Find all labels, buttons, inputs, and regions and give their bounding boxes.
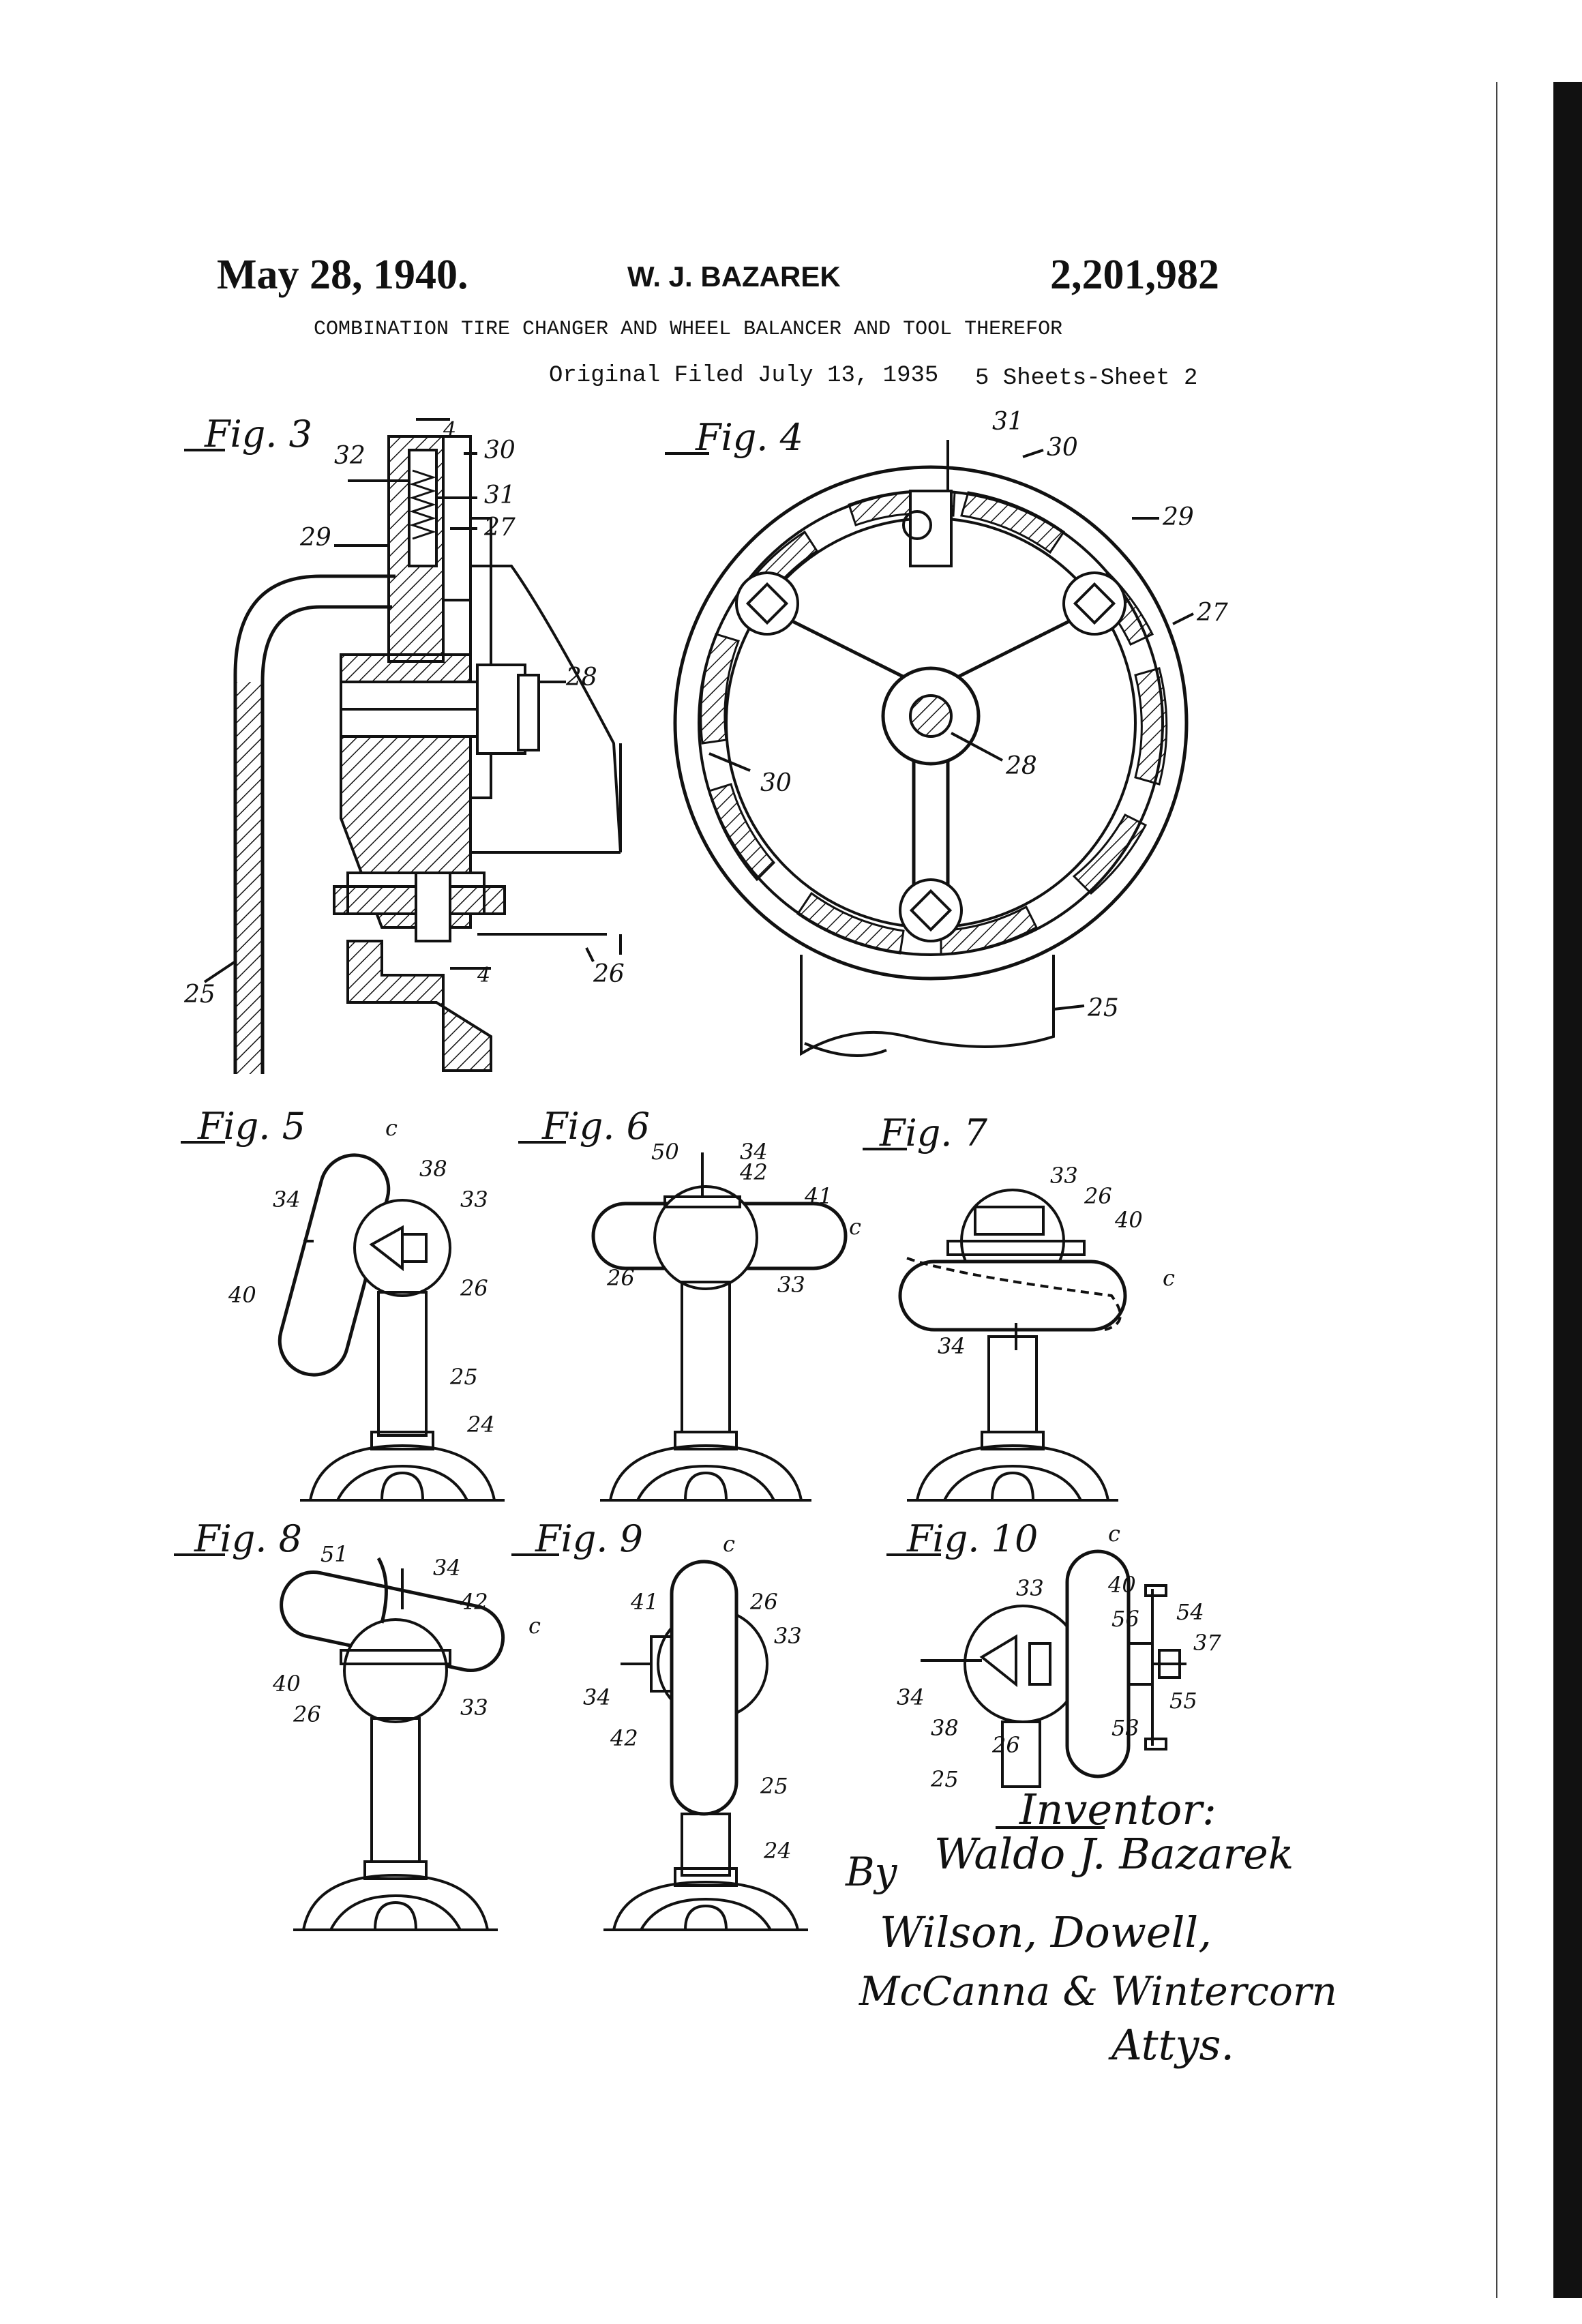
fig9-ref-41: 41 [630,1589,659,1615]
fig4-ref-28: 28 [1005,752,1037,780]
fig10-ref-25: 25 [930,1766,959,1792]
fig8-ref-34: 34 [433,1555,461,1581]
fig10-ref-34: 34 [897,1684,925,1710]
figure-3: Fig. 3 32 4 4 30 [183,413,625,1074]
fig4-ref-30a: 30 [1047,434,1078,462]
fig6-ref-50: 50 [651,1139,679,1165]
fig4-label: Fig. 4 [695,416,803,459]
figure-8: Fig. 8 51 34 42 c 40 26 33 [174,1517,541,1930]
figure-10: Fig. 10 c 33 40 56 54 37 34 38 26 53 55 … [886,1517,1221,1792]
fig8-ref-51: 51 [320,1541,348,1567]
fig3-ref-32: 32 [334,442,365,470]
fig4-ref-29: 29 [1162,503,1194,531]
fig5-ref-33: 33 [460,1187,488,1212]
fig8-ref-c: c [528,1613,541,1639]
figure-5: Fig. 5 c 38 34 33 40 26 25 24 [181,1105,505,1500]
fig6-ref-41: 41 [804,1183,833,1209]
fig5-ref-25: 25 [449,1364,478,1390]
fig10-ref-26: 26 [991,1732,1020,1758]
fig5-ref-24: 24 [466,1412,495,1437]
figure-9: Fig. 9 c 41 26 33 34 42 25 24 [511,1517,808,1930]
fig9-ref-26: 26 [749,1589,778,1615]
fig5-ref-40: 40 [228,1282,256,1308]
fig5-ref-c: c [385,1115,398,1141]
fig8-ref-40: 40 [272,1671,301,1697]
fig10-ref-55: 55 [1169,1688,1197,1714]
fig5-ref-38: 38 [419,1156,447,1182]
fig7-ref-40: 40 [1114,1207,1143,1233]
fig3-ref-25: 25 [183,981,215,1009]
fig10-ref-33: 33 [1016,1575,1044,1601]
fig6-ref-26: 26 [606,1265,635,1291]
figure-7: Fig. 7 33 26 40 c 34 [863,1112,1175,1500]
inventor-signature: Waldo J. Bazarek [934,1829,1294,1879]
by-label: By [845,1849,898,1895]
fig9-ref-33: 33 [774,1623,802,1649]
fig3-ref-27: 27 [483,513,516,541]
fig9-ref-34: 34 [583,1684,611,1710]
fig5-ref-34: 34 [273,1187,301,1212]
fig8-ref-33: 33 [460,1695,488,1720]
fig7-ref-26: 26 [1084,1183,1112,1209]
fig3-ref-29: 29 [299,524,331,552]
fig7-ref-34: 34 [938,1333,966,1359]
fig3-ref-26: 26 [593,960,625,988]
fig3-ref-4b: 4 [477,964,490,987]
fig6-ref-33: 33 [777,1272,805,1298]
fig9-ref-24: 24 [763,1838,792,1864]
fig10-ref-56: 56 [1111,1606,1139,1632]
fig7-ref-c: c [1163,1265,1175,1291]
attorneys-abbrev: Attys. [1108,2020,1234,2070]
fig10-ref-40: 40 [1107,1572,1136,1598]
attorneys-signature-1: Wilson, Dowell, [880,1907,1212,1957]
fig7-ref-33: 33 [1050,1163,1078,1189]
fig4-ref-25: 25 [1087,994,1119,1022]
fig10-ref-37: 37 [1193,1630,1221,1656]
fig9-ref-c: c [723,1531,735,1557]
fig3-ref-31: 31 [484,481,516,509]
fig4-ref-31: 31 [992,408,1024,436]
fig6-ref-42: 42 [739,1159,768,1185]
fig8-ref-42: 42 [460,1589,488,1615]
figure-6: Fig. 6 50 34 42 41 c 26 33 [518,1105,861,1500]
attorneys-signature-2: McCanna & Wintercorn [859,1968,1337,2014]
figure-4: Fig. 4 [665,408,1228,1056]
fig10-ref-54: 54 [1176,1599,1204,1625]
fig9-ref-42: 42 [610,1725,638,1751]
fig10-ref-c: c [1108,1521,1120,1547]
fig8-ref-26: 26 [293,1701,321,1727]
fig3-ref-28: 28 [565,664,597,691]
fig4-ref-27: 27 [1196,599,1228,627]
fig10-ref-38: 38 [931,1715,959,1741]
fig4-ref-30b: 30 [760,769,792,797]
signature-block: Inventor: By Waldo J. Bazarek Wilson, Do… [845,1785,1337,2070]
fig5-ref-26: 26 [460,1275,488,1301]
fig3-ref-4a: 4 [443,418,456,442]
fig6-ref-c: c [849,1214,861,1240]
fig10-ref-53: 53 [1111,1715,1139,1741]
fig3-ref-30: 30 [484,436,516,464]
fig9-ref-25: 25 [760,1773,788,1799]
